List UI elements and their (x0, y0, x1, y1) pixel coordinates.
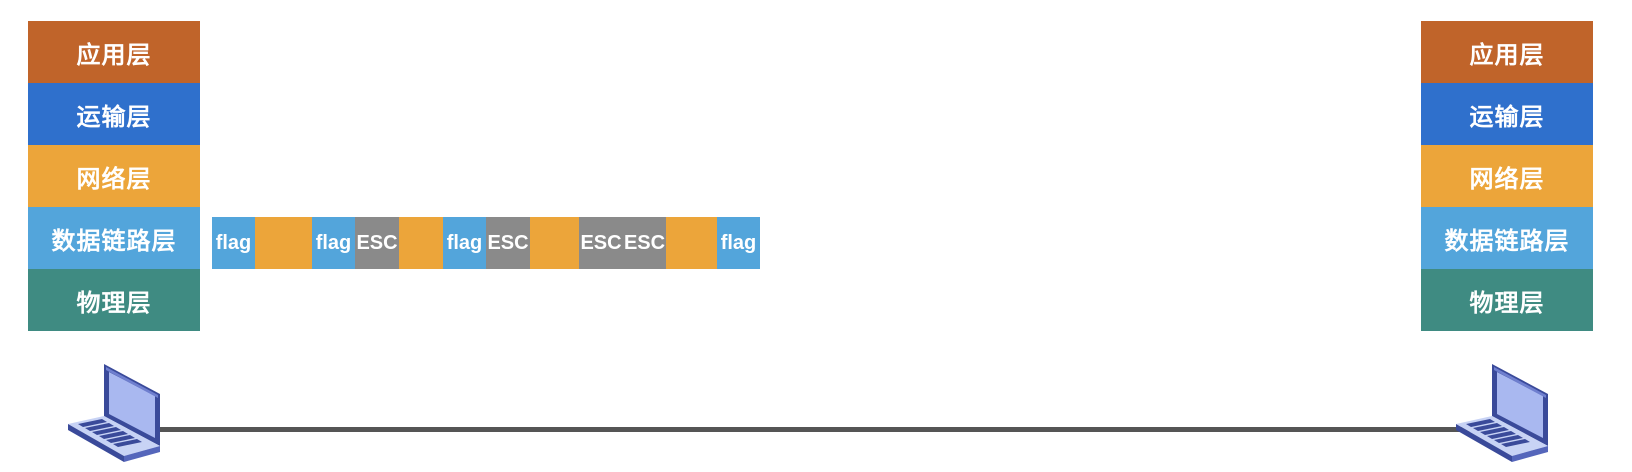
application-layer: 应用层 (1421, 21, 1593, 83)
left-protocol-stack: 应用层 运输层 网络层 数据链路层 物理层 (28, 21, 200, 331)
frame-esc-byte: ESC (579, 217, 623, 269)
data-link-layer: 数据链路层 (28, 207, 200, 269)
frame-data-segment (666, 217, 717, 269)
data-link-layer: 数据链路层 (1421, 207, 1593, 269)
application-layer: 应用层 (28, 21, 200, 83)
frame-esc-byte: ESC (486, 217, 530, 269)
frame-flag-byte: flag (443, 217, 486, 269)
frame-data-segment (399, 217, 443, 269)
laptop-icon (1454, 358, 1554, 468)
physical-layer: 物理层 (28, 269, 200, 331)
ppp-frame: flag flag ESC flag ESC ESC ESC flag (212, 217, 760, 269)
transport-layer: 运输层 (1421, 83, 1593, 145)
network-layer: 网络层 (1421, 145, 1593, 207)
frame-data-segment (530, 217, 579, 269)
network-layer: 网络层 (28, 145, 200, 207)
frame-esc-byte: ESC (355, 217, 399, 269)
frame-esc-byte: ESC (623, 217, 666, 269)
frame-flag-start: flag (212, 217, 255, 269)
laptop-icon (66, 358, 166, 468)
frame-flag-end: flag (717, 217, 760, 269)
right-protocol-stack: 应用层 运输层 网络层 数据链路层 物理层 (1421, 21, 1593, 331)
frame-data-segment (255, 217, 312, 269)
physical-layer: 物理层 (1421, 269, 1593, 331)
frame-flag-byte: flag (312, 217, 355, 269)
transmission-link (150, 427, 1480, 432)
transport-layer: 运输层 (28, 83, 200, 145)
